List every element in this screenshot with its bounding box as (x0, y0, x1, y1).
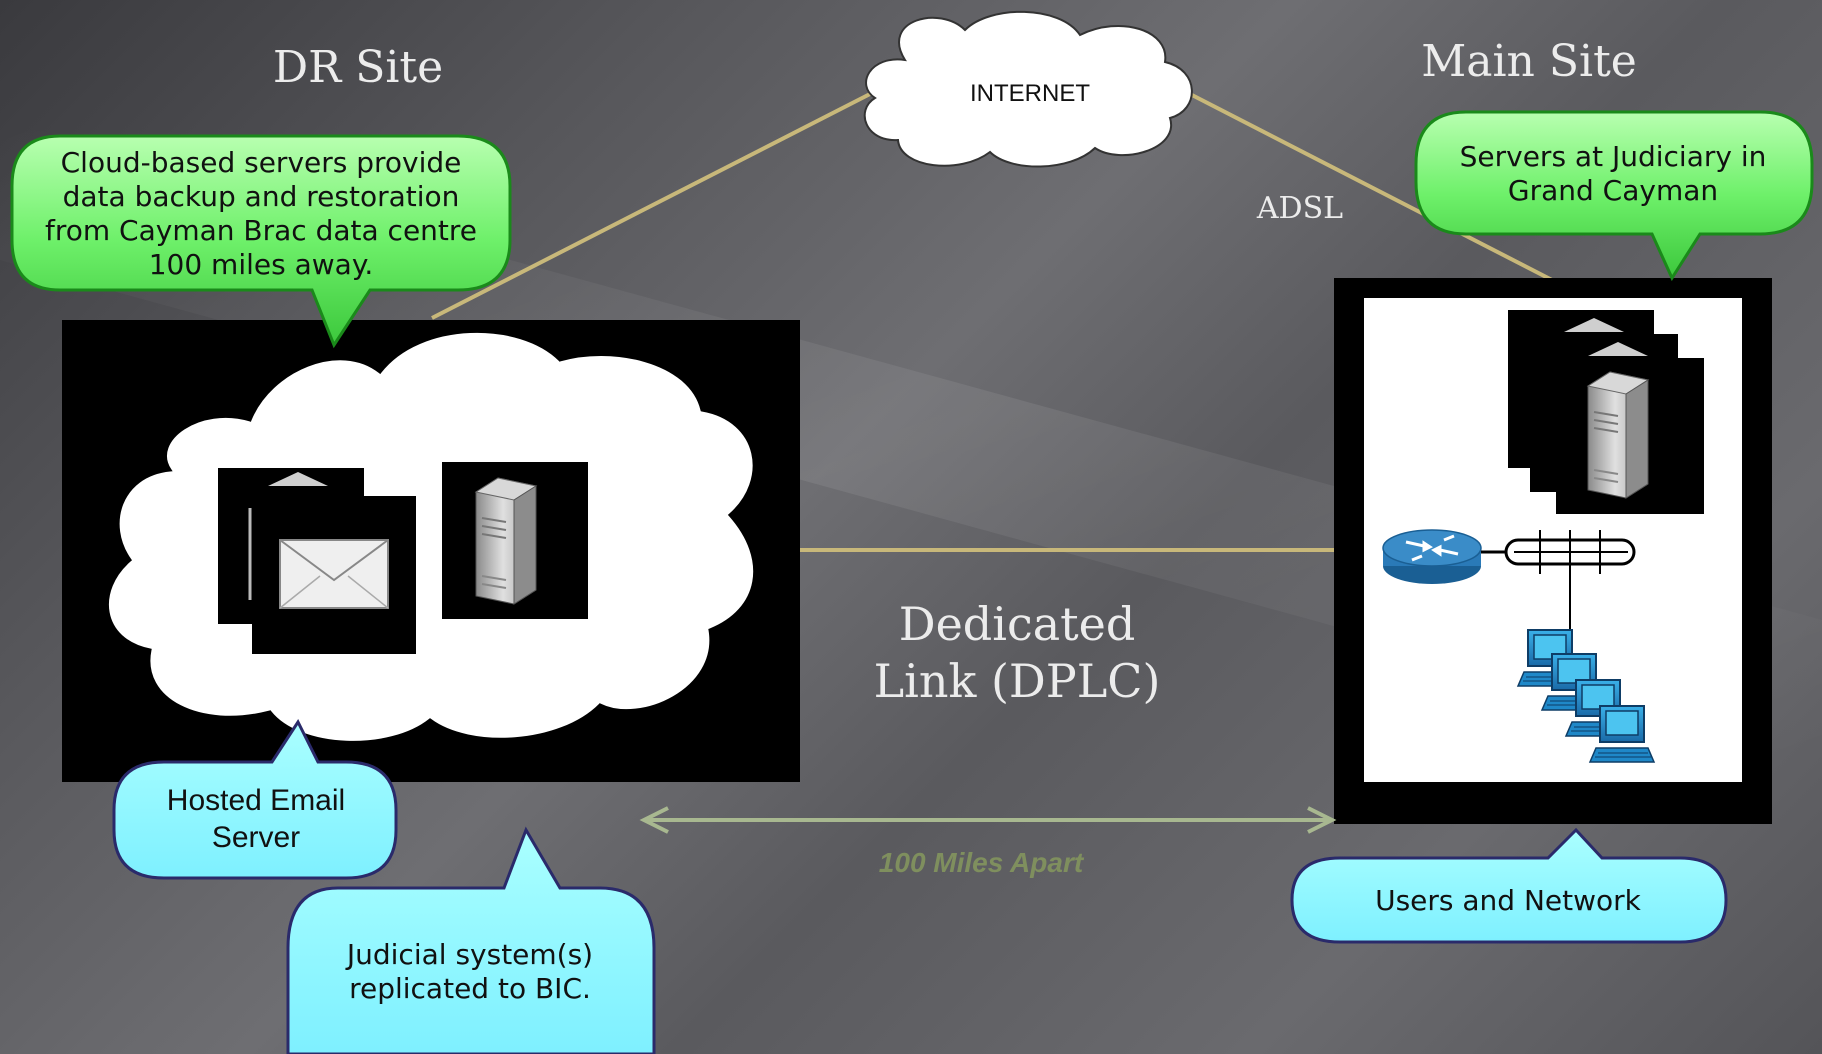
envelope-icon (279, 539, 389, 609)
callout-main-servers-line1: Servers at Judiciary in (1460, 140, 1767, 173)
dr-server-icon (442, 462, 588, 619)
callout-cloud-servers: Cloud-based servers provide data backup … (10, 134, 512, 349)
email-server-icon (218, 468, 416, 654)
callout-judicial-line1: Judicial system(s) (345, 938, 593, 971)
callout-cloud-line4: 100 miles away. (149, 248, 374, 281)
dedicated-link-label-line2: Link (DPLC) (874, 654, 1161, 708)
callout-cloud-line2: data backup and restoration (63, 180, 460, 213)
distance-arrow (639, 806, 1337, 834)
callout-cloud-line3: from Cayman Brac data centre (45, 214, 477, 247)
callout-cloud-line1: Cloud-based servers provide (61, 146, 462, 179)
network-hub-icon (1481, 530, 1636, 636)
main-site-title: Main Site (1421, 36, 1637, 87)
callout-judicial: Judicial system(s) replicated to BIC. (286, 826, 656, 1054)
internet-link-main (1189, 92, 1553, 282)
callout-main-servers: Servers at Judiciary in Grand Cayman (1414, 110, 1814, 282)
internet-link-dr (431, 92, 871, 320)
internet-cloud: INTERNET (863, 10, 1193, 168)
internet-label: INTERNET (970, 80, 1090, 107)
main-servers-icon (1508, 310, 1704, 514)
callout-judicial-line2: replicated to BIC. (349, 972, 591, 1005)
dedicated-link-label-line1: Dedicated (899, 597, 1136, 651)
callout-hosted-email: Hosted Email Server (112, 718, 398, 880)
adsl-label: ADSL (1256, 191, 1343, 226)
callout-users-network-text: Users and Network (1375, 884, 1642, 917)
callout-hosted-email-line2: Server (212, 821, 300, 854)
callout-hosted-email-line1: Hosted Email (167, 784, 345, 817)
distance-label: 100 Miles Apart (879, 847, 1085, 878)
dr-site-title: DR Site (273, 42, 443, 93)
router-icon (1382, 529, 1482, 584)
callout-main-servers-line2: Grand Cayman (1508, 174, 1718, 207)
callout-users-network: Users and Network (1290, 827, 1728, 944)
